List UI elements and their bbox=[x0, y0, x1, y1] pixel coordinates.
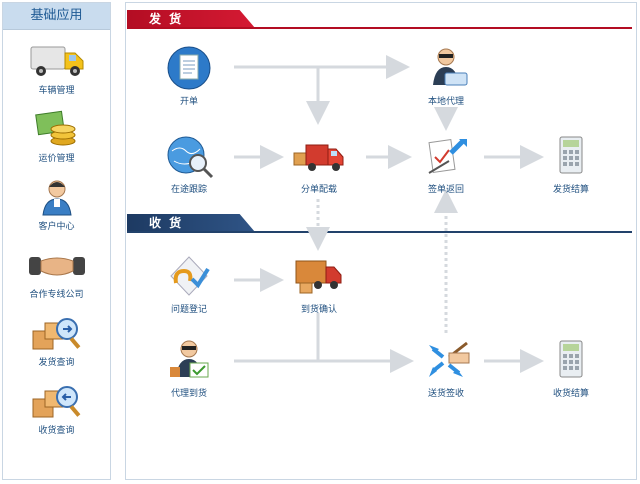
node-order[interactable]: 开单 bbox=[154, 45, 224, 107]
signed-document-icon bbox=[428, 139, 467, 174]
handshake-icon bbox=[28, 257, 85, 276]
sidebar-title: 基础应用 bbox=[3, 3, 110, 30]
node-label: 本地代理 bbox=[427, 97, 464, 107]
node-label: 到货确认 bbox=[300, 305, 337, 315]
receive-section-divider bbox=[127, 231, 632, 233]
node-agent-arrival[interactable]: 代理到货 bbox=[154, 337, 224, 399]
node-label: 问题登记 bbox=[170, 305, 207, 315]
sidebar-item-partner-lines[interactable]: 合作专线公司 bbox=[3, 245, 110, 300]
workflow-panel: 发 货 收 货 bbox=[125, 2, 637, 480]
node-ship-settle[interactable]: 发货结算 bbox=[536, 133, 606, 195]
sidebar-item-label: 合作专线公司 bbox=[29, 290, 84, 300]
sidebar: 基础应用 车辆管理 运价管理 客户中心 bbox=[2, 2, 111, 480]
document-icon bbox=[167, 46, 211, 90]
node-tracking[interactable]: 在途跟踪 bbox=[154, 133, 224, 195]
red-truck-icon bbox=[293, 144, 344, 171]
sidebar-item-label: 车辆管理 bbox=[38, 86, 75, 96]
calculator-icon bbox=[559, 340, 583, 378]
sidebar-item-label: 发货查询 bbox=[38, 358, 75, 368]
node-label: 开单 bbox=[179, 97, 198, 107]
sidebar-item-label: 客户中心 bbox=[38, 222, 75, 232]
sidebar-item-label: 收货查询 bbox=[38, 426, 75, 436]
node-receive-settle[interactable]: 收货结算 bbox=[536, 337, 606, 399]
sign-arrows-icon bbox=[429, 341, 470, 377]
agent-arrival-icon bbox=[170, 340, 209, 378]
truck-icon bbox=[30, 46, 83, 76]
package-receive-icon bbox=[32, 386, 80, 418]
ship-section-divider bbox=[127, 27, 632, 29]
node-receipt-return[interactable]: 签单返回 bbox=[411, 133, 481, 195]
node-dispatch[interactable]: 分单配载 bbox=[284, 133, 354, 195]
node-label: 收货结算 bbox=[552, 389, 589, 399]
flow-arrows bbox=[234, 55, 544, 373]
sidebar-item-shipment-query[interactable]: 发货查询 bbox=[3, 313, 110, 368]
node-issue-register[interactable]: 问题登记 bbox=[154, 253, 224, 315]
globe-search-icon bbox=[167, 136, 214, 179]
sidebar-item-freight-rate[interactable]: 运价管理 bbox=[3, 109, 110, 164]
sidebar-item-vehicle-management[interactable]: 车辆管理 bbox=[3, 41, 110, 96]
ship-section-header: 发 货 bbox=[127, 10, 255, 28]
node-delivery-sign[interactable]: 送货签收 bbox=[411, 337, 481, 399]
sidebar-item-customer-center[interactable]: 客户中心 bbox=[3, 177, 110, 232]
package-search-icon bbox=[32, 318, 80, 350]
node-label: 代理到货 bbox=[170, 389, 207, 399]
sidebar-item-label: 运价管理 bbox=[38, 154, 75, 164]
node-label: 在途跟踪 bbox=[170, 185, 207, 195]
node-label: 签单返回 bbox=[427, 185, 464, 195]
node-local-agent[interactable]: 本地代理 bbox=[411, 45, 481, 107]
customer-icon bbox=[41, 180, 72, 216]
cargo-truck-icon bbox=[295, 260, 342, 294]
node-label: 分单配载 bbox=[300, 185, 337, 195]
calculator-icon bbox=[559, 136, 583, 174]
money-icon bbox=[34, 110, 75, 146]
agent-icon bbox=[433, 48, 468, 86]
issue-icon bbox=[170, 256, 210, 296]
receive-section-header: 收 货 bbox=[127, 214, 255, 232]
node-arrival-confirm[interactable]: 到货确认 bbox=[284, 253, 354, 315]
node-label: 发货结算 bbox=[552, 185, 589, 195]
sidebar-item-receipt-query[interactable]: 收货查询 bbox=[3, 381, 110, 436]
node-label: 送货签收 bbox=[427, 389, 464, 399]
